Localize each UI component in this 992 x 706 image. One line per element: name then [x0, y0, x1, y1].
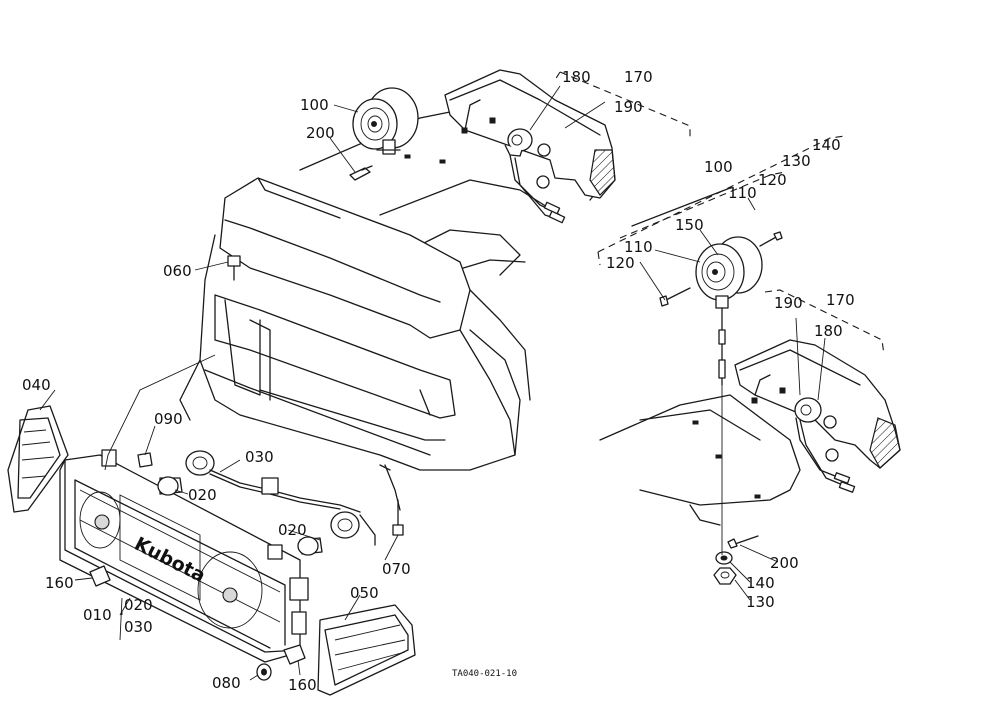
- label-200-top: 200: [306, 124, 335, 142]
- label-020-upper: 020: [188, 486, 217, 504]
- group-bracket-010: [119, 597, 123, 641]
- bolt-200-top: [349, 165, 373, 181]
- side-lamp-left: [7, 405, 69, 513]
- group-boundary-top-2: [554, 71, 561, 81]
- grille-mount-clips: [101, 449, 309, 635]
- label-110-right-top: 110: [728, 184, 757, 202]
- label-130-right: 130: [782, 152, 811, 170]
- label-030-upper: 030: [245, 448, 274, 466]
- bulb-socket-020-upper: [157, 450, 215, 496]
- label-150: 150: [675, 216, 704, 234]
- label-170-right: 170: [826, 291, 855, 309]
- part-labels: 100 200 180 170 190 140 130 100 110 120 …: [22, 68, 855, 694]
- right-roof-section: [599, 394, 801, 526]
- group-boundary-right: [597, 135, 846, 266]
- label-140-bottom: 140: [746, 574, 775, 592]
- headlight-grille: Kubota: [59, 454, 301, 663]
- label-070: 070: [382, 560, 411, 578]
- label-190-top: 190: [614, 98, 643, 116]
- group-boundary-lamp-right: [764, 289, 885, 356]
- flasher-lamp-top: [444, 69, 616, 224]
- bolt-060: [227, 255, 241, 281]
- group-boundary-right-2: [619, 171, 786, 239]
- label-050: 050: [350, 584, 379, 602]
- label-040: 040: [22, 376, 51, 394]
- label-010: 010: [83, 606, 112, 624]
- label-160-right: 160: [288, 676, 317, 694]
- label-120-right-top: 120: [758, 171, 787, 189]
- label-080: 080: [212, 674, 241, 692]
- nut-130: [713, 567, 737, 585]
- label-120-right-mid: 120: [606, 254, 635, 272]
- label-130-bottom: 130: [746, 593, 775, 611]
- label-190-right: 190: [774, 294, 803, 312]
- group-boundary-top: [559, 71, 691, 140]
- label-100-right: 100: [704, 158, 733, 176]
- label-170-top: 170: [624, 68, 653, 86]
- side-lamp-right: [317, 604, 416, 696]
- wiring-harness-030: [209, 469, 376, 546]
- label-090: 090: [154, 410, 183, 428]
- screw-120-left: [659, 287, 691, 307]
- label-200-right: 200: [770, 554, 799, 572]
- label-100-top: 100: [300, 96, 329, 114]
- cab-roof-assembly: [179, 97, 611, 511]
- bulb-socket-020-lower: [297, 511, 360, 556]
- label-020-lower: 020: [278, 521, 307, 539]
- screw-070: [392, 499, 404, 536]
- label-060: 060: [163, 262, 192, 280]
- grommet-090: [137, 452, 153, 468]
- label-140-right: 140: [812, 136, 841, 154]
- work-light-right: [695, 236, 763, 386]
- clip-160-right: [283, 644, 306, 665]
- drawing-code: TA040-021-10: [452, 669, 517, 679]
- label-160-left: 160: [45, 574, 74, 592]
- flasher-lamp-right: [734, 339, 901, 493]
- label-110-right-mid: 110: [624, 238, 653, 256]
- leader-line-right: [631, 187, 731, 227]
- screw-120-right: [759, 231, 783, 247]
- label-020-grille: 020: [124, 596, 153, 614]
- label-180-top: 180: [562, 68, 591, 86]
- leader-lines: [39, 85, 826, 681]
- washer-140: [715, 551, 733, 565]
- work-light-top: [352, 87, 419, 155]
- label-180-right: 180: [814, 322, 843, 340]
- bolt-200-right: [727, 535, 759, 549]
- label-030-grille: 030: [124, 618, 153, 636]
- clip-080: [256, 663, 272, 681]
- clip-160-left: [89, 565, 111, 587]
